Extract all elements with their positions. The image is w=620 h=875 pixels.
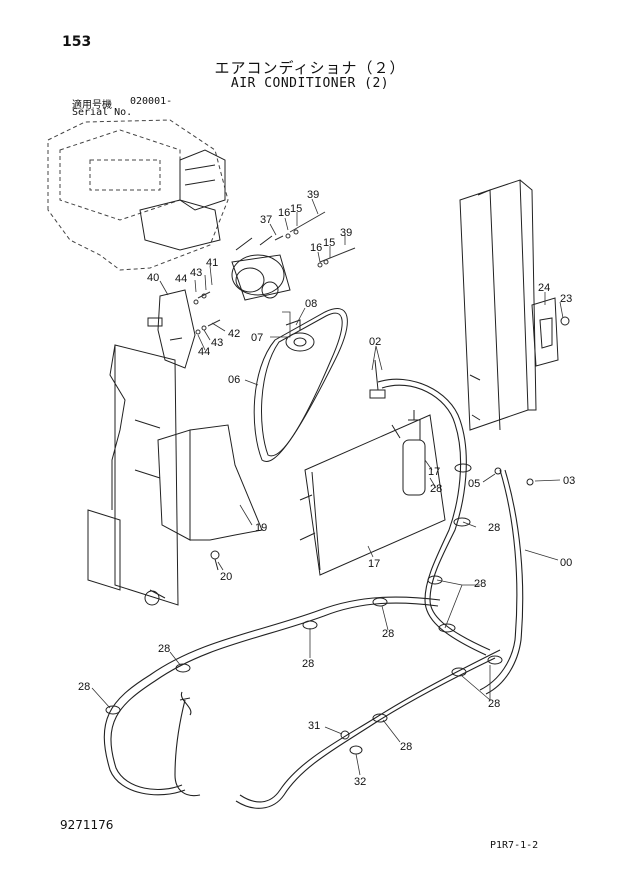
figure-number: 9271176 — [60, 818, 114, 832]
callout-43-lower: 43 — [211, 337, 223, 349]
pulley — [285, 319, 315, 352]
callout-28-bottom: 28 — [400, 741, 412, 753]
callout-06: 06 — [228, 374, 240, 386]
callout-28-lower-right: 28 — [488, 698, 500, 710]
callout-labels: 39 16 15 37 39 16 15 40 44 43 41 08 07 4… — [78, 189, 575, 788]
hose-clamps — [105, 463, 503, 755]
drive-belt — [253, 308, 348, 462]
receiver-drier — [391, 410, 426, 496]
callout-28-right: 28 — [474, 578, 486, 590]
callout-03: 03 — [563, 475, 575, 487]
callout-44-upper: 44 — [175, 273, 187, 285]
callout-28-center: 28 — [382, 628, 394, 640]
callout-32: 32 — [354, 776, 366, 788]
callout-28-left-upper: 28 — [158, 643, 170, 655]
serial-label-japanese: 適用号機 — [72, 100, 112, 111]
callout-39-upper: 39 — [307, 189, 319, 201]
callout-17-receiver: 17 — [428, 466, 440, 478]
title-japanese: エアコンディショナ（２） — [214, 59, 406, 77]
machine-cab-outline — [47, 119, 229, 271]
callout-44-lower: 44 — [198, 346, 210, 358]
callout-17-condenser: 17 — [368, 558, 380, 570]
compressor — [231, 235, 291, 301]
callout-23: 23 — [560, 293, 572, 305]
callout-05: 05 — [468, 478, 480, 490]
cab-mount-bracket — [139, 149, 226, 251]
callout-16-lower: 16 — [310, 242, 322, 254]
callout-41: 41 — [206, 257, 218, 269]
callout-20: 20 — [220, 571, 232, 583]
right-radiator-panel — [459, 179, 537, 431]
refrigerant-hoses — [103, 378, 524, 809]
callout-16-upper: 16 — [278, 207, 290, 219]
title-english: AIR CONDITIONER (2) — [230, 76, 390, 91]
page-code: P1R7-1-2 — [490, 840, 539, 851]
callout-15-upper: 15 — [290, 203, 302, 215]
page-number: 153 — [62, 34, 92, 50]
callout-19: 19 — [255, 522, 267, 534]
serial-label-english: Serial No. — [72, 107, 133, 118]
callout-28-hose-upper: 28 — [488, 522, 500, 534]
callout-42: 42 — [228, 328, 240, 340]
shroud-plate — [157, 424, 263, 541]
callout-15-lower: 15 — [323, 237, 335, 249]
side-bracket-24 — [531, 297, 559, 367]
callout-31: 31 — [308, 720, 320, 732]
callout-28-mid: 28 — [302, 658, 314, 670]
callout-37: 37 — [260, 214, 272, 226]
bolt-23 — [560, 316, 570, 326]
left-frame-panel — [87, 344, 179, 606]
compressor-bracket — [147, 289, 196, 369]
callout-28-left-lower: 28 — [78, 681, 90, 693]
condenser — [299, 414, 446, 576]
callout-40: 40 — [147, 272, 159, 284]
callout-39-lower: 39 — [340, 227, 352, 239]
callout-07: 07 — [251, 332, 263, 344]
callout-24: 24 — [538, 282, 550, 294]
callout-28-receiver: 28 — [430, 483, 442, 495]
leader-lines — [91, 198, 564, 776]
callout-43-upper: 43 — [190, 267, 202, 279]
callout-00: 00 — [560, 557, 572, 569]
hose-fittings — [340, 359, 534, 740]
serial-value: 020001- — [130, 96, 173, 107]
mounting-bolt-20 — [210, 550, 220, 571]
callout-08: 08 — [305, 298, 317, 310]
callout-02: 02 — [369, 336, 381, 348]
